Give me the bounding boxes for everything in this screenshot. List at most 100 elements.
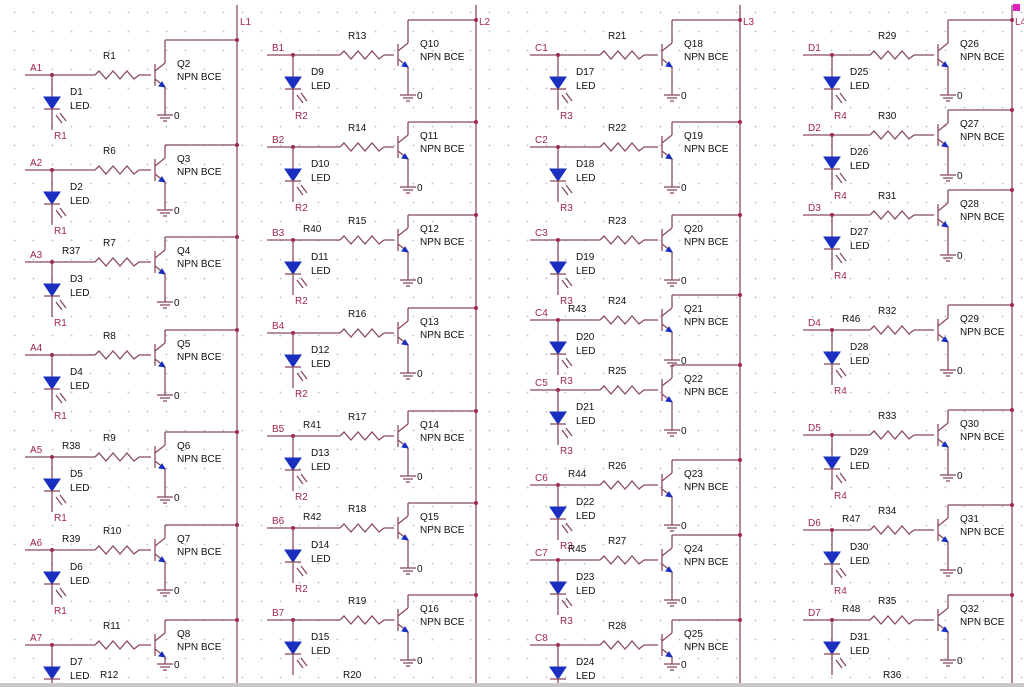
input-net-label: B1 [272,43,285,54]
tail-net-label: R3 [560,541,573,552]
resistor-label: R6 [103,146,116,157]
resistor-label: R17 [348,412,367,423]
rail-junction [738,458,742,462]
diode-type-label: LED [311,81,330,92]
transistor-type-label: NPN BCE [684,557,729,568]
input-net-label: D3 [808,203,821,214]
resistor-r7 [94,257,140,267]
horizontal-scrollbar[interactable] [0,683,1024,687]
transistor-label: Q32 [960,604,979,615]
wire [154,62,166,72]
rail-junction [474,213,478,217]
input-net-label: A3 [30,250,43,261]
diode-type-label: LED [576,586,595,597]
diode-type-label: LED [70,671,89,682]
ground-label: 0 [417,472,423,483]
transistor-label: Q10 [420,39,439,50]
rail-junction [235,523,239,527]
input-net-label: B5 [272,424,285,435]
emitter-arrow-icon [665,651,673,658]
emitter-arrow-icon [665,566,673,573]
tail-net-label: R1 [54,226,67,237]
resistor-label: R8 [103,331,116,342]
diode-type-label: LED [311,462,330,473]
rail-junction [738,18,742,22]
wire [397,42,409,52]
emitter-arrow-icon [158,361,166,368]
emitter-arrow-icon [401,61,409,68]
transistor-label: Q27 [960,119,979,130]
led-icon [549,341,567,355]
ground-label: 0 [417,564,423,575]
transistor-type-label: NPN BCE [177,547,222,558]
transistor-type-label: NPN BCE [420,237,465,248]
led-icon [823,641,841,655]
transistor-label: Q15 [420,512,439,523]
tail-net-label: R3 [560,111,573,122]
transistor-type-label: NPN BCE [960,527,1005,538]
transistor-type-label: NPN BCE [960,52,1005,63]
diode-label: D23 [576,572,595,583]
diode-label: D1 [70,87,83,98]
transistor-type-label: NPN BCE [420,330,465,341]
diode-type-label: LED [70,483,89,494]
ground-label: 0 [174,660,180,671]
diode-type-label: LED [576,671,595,682]
wire [154,537,166,547]
led-icon [549,506,567,520]
led-icon [549,168,567,182]
transistor-label: Q20 [684,224,703,235]
input-net-label: D2 [808,123,821,134]
ground-label: 0 [174,391,180,402]
diode-label: D15 [311,632,330,643]
light-emission-icon [835,657,847,669]
light-emission-icon [55,112,67,124]
resistor-label: R18 [348,504,367,515]
input-net-label: D1 [808,43,821,54]
rail-junction [1010,18,1014,22]
transistor-label: Q29 [960,314,979,325]
input-net-label: A6 [30,538,43,549]
light-emission-icon [561,357,573,369]
resistor-r18 [339,523,385,533]
emitter-arrow-icon [665,396,673,403]
emitter-arrow-icon [158,651,166,658]
resistor-label: R31 [878,191,897,202]
rail-label: L1 [240,17,252,28]
input-net-label: B4 [272,321,285,332]
light-emission-icon [835,252,847,264]
corner-marker [1013,4,1020,11]
diode-type-label: LED [70,196,89,207]
rail-junction [474,18,478,22]
tail-net-label: R3 [560,616,573,627]
diode-type-label: LED [850,241,869,252]
emitter-arrow-icon [941,336,949,343]
input-net-label: D6 [808,518,821,529]
rail-junction [235,235,239,239]
diode-label: D13 [311,448,330,459]
diode-label: D27 [850,227,869,238]
resistor-label: R7 [103,238,116,249]
diode-type-label: LED [850,461,869,472]
wire [397,607,409,617]
resistor-r13 [339,50,385,60]
diode-type-label: LED [576,266,595,277]
rail-junction [1010,303,1014,307]
transistor-type-label: NPN BCE [684,144,729,155]
emitter-arrow-icon [665,61,673,68]
diode-type-label: LED [576,346,595,357]
diode-type-label: LED [70,576,89,587]
input-net-label: A2 [30,158,43,169]
tail-net-label: R4 [834,386,847,397]
transistor-label: Q28 [960,199,979,210]
diode-label: D24 [576,657,595,668]
led-icon [284,354,302,368]
transistor-type-label: NPN BCE [684,237,729,248]
transistor-type-label: NPN BCE [420,433,465,444]
diode-type-label: LED [850,556,869,567]
transistor-type-label: NPN BCE [420,52,465,63]
led-icon [43,96,61,110]
light-emission-icon [835,172,847,184]
input-net-label: C7 [535,548,548,559]
